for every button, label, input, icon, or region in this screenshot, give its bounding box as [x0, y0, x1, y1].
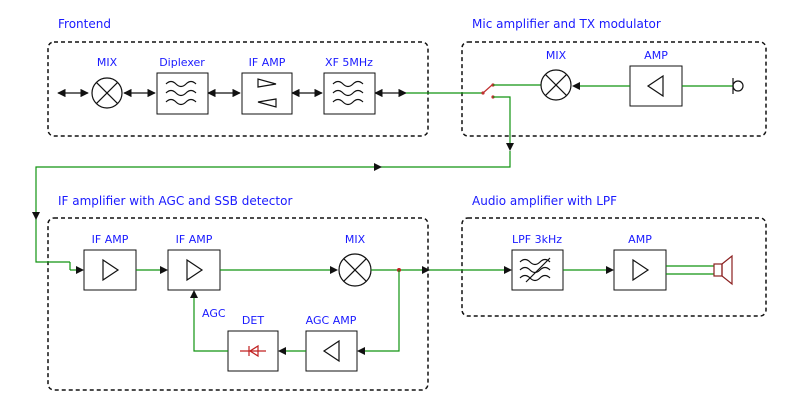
- speaker-icon: [713, 254, 733, 286]
- agc-tap-wire: [365, 270, 400, 352]
- xf-filter-block: [323, 72, 376, 115]
- detector-block: [227, 330, 279, 372]
- agc-amp-in-arrowhead: [357, 347, 365, 355]
- rx-feed-wire: [35, 151, 511, 263]
- if-amp1-block: [83, 249, 137, 291]
- agc-feedback-arrowhead: [190, 290, 198, 298]
- audio-amp-block: [613, 249, 667, 291]
- audio-amp-in-arrowhead: [606, 266, 614, 274]
- microphone-icon: [732, 78, 744, 94]
- if-agc-group: [47, 217, 429, 391]
- det-label: DET: [242, 314, 264, 327]
- mix-out-arrowhead: [422, 266, 430, 274]
- diplexer-block: [156, 72, 209, 115]
- if-amp1-to-amp2-arrowhead: [160, 266, 168, 274]
- agc-amp-block: [305, 330, 358, 372]
- rx-feed-down-arrowhead: [32, 212, 40, 220]
- tx-amp-to-mix-arrowhead: [572, 82, 580, 90]
- det-in-arrowhead: [278, 347, 286, 355]
- agc-amp-label: AGC AMP: [306, 314, 357, 327]
- audio-group: [461, 217, 767, 317]
- tx-mix-label: MIX: [546, 49, 567, 62]
- lpf-block: [511, 249, 564, 291]
- audio-title: Audio amplifier with LPF: [472, 194, 617, 208]
- if-amp2-to-mix-arrowhead: [330, 266, 338, 274]
- if-mixer: [338, 253, 372, 287]
- tx-amp-block: [629, 65, 683, 107]
- fe-if-amp-label: IF AMP: [249, 56, 286, 69]
- fe-if-amp-block: [241, 72, 293, 115]
- mic-tx-group: [461, 41, 767, 137]
- frontend-group: [47, 41, 429, 137]
- lpf-label: LPF 3kHz: [512, 233, 562, 246]
- switch-rx-wire: [493, 96, 511, 143]
- if-amp2-label: IF AMP: [176, 233, 213, 246]
- if-amp1-label: IF AMP: [92, 233, 129, 246]
- fe-mixer: [91, 77, 123, 109]
- frontend-title: Frontend: [58, 17, 111, 31]
- if-amp2-block: [167, 249, 221, 291]
- audio-amp-label: AMP: [628, 233, 652, 246]
- if-in-arrowhead: [76, 266, 84, 274]
- switch-rx-arrowhead: [506, 143, 514, 151]
- diplexer-label: Diplexer: [159, 56, 205, 69]
- tx-mixer: [540, 69, 572, 101]
- agc-feedback-wire: [193, 298, 228, 352]
- xf-label: XF 5MHz: [325, 56, 373, 69]
- lpf-in-arrowhead: [504, 266, 512, 274]
- if-mix-label: MIX: [345, 233, 366, 246]
- if-agc-title: IF amplifier with AGC and SSB detector: [58, 194, 292, 208]
- agc-label: AGC: [202, 307, 226, 320]
- fe-mix-label: MIX: [97, 56, 118, 69]
- tx-rx-switch: [481, 83, 495, 99]
- tx-amp-label: AMP: [644, 49, 668, 62]
- mic-tx-title: Mic amplifier and TX modulator: [472, 17, 661, 31]
- rx-feed-arrowhead: [374, 163, 382, 171]
